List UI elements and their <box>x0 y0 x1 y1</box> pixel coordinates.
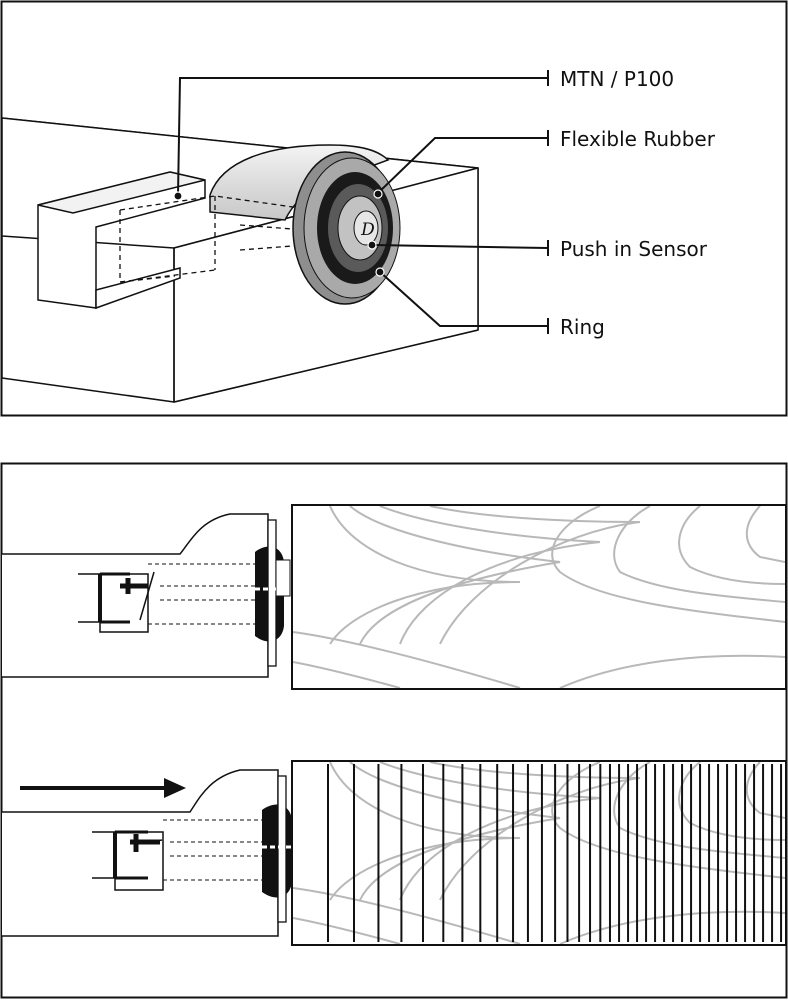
rubber-seal-1 <box>255 519 291 667</box>
sensor-letter: D <box>360 220 375 240</box>
label-mtn-p100: MTN / P100 <box>560 67 674 91</box>
callout-lines <box>177 70 549 334</box>
rubber-seal-2 <box>262 775 294 923</box>
meter-dashed-2 <box>163 819 270 881</box>
meter-internals-2 <box>92 830 164 891</box>
moisture-measurement-lines <box>327 764 783 942</box>
arrow-right-icon <box>164 778 186 798</box>
meter-housing-1 <box>2 513 269 678</box>
sensor-assembly: D <box>292 151 401 305</box>
step-2-meter <box>2 769 294 937</box>
cross-section-panel <box>0 462 788 1000</box>
callout-dots <box>173 189 385 277</box>
bottom-frame <box>0 462 788 999</box>
step-1-meter <box>2 513 291 678</box>
meter-dashed-1 <box>148 563 262 625</box>
push-in-sensor <box>353 210 379 246</box>
label-flexible-rubber: Flexible Rubber <box>560 127 716 151</box>
meter-internals-1 <box>78 571 155 633</box>
cutaway-3d-panel: D MTN / P100 Flexible Rubber Push in Sen… <box>0 0 788 420</box>
label-push-in-sensor: Push in Sensor <box>560 237 708 261</box>
direction-arrow <box>20 778 186 798</box>
wood-block-1 <box>291 504 787 690</box>
wood-block-2 <box>291 760 787 946</box>
cross-section-diagram <box>0 462 788 999</box>
label-ring: Ring <box>560 315 605 339</box>
meter-housing-2 <box>2 769 279 937</box>
cutaway-3d-diagram: D MTN / P100 Flexible Rubber Push in Sen… <box>0 0 788 417</box>
